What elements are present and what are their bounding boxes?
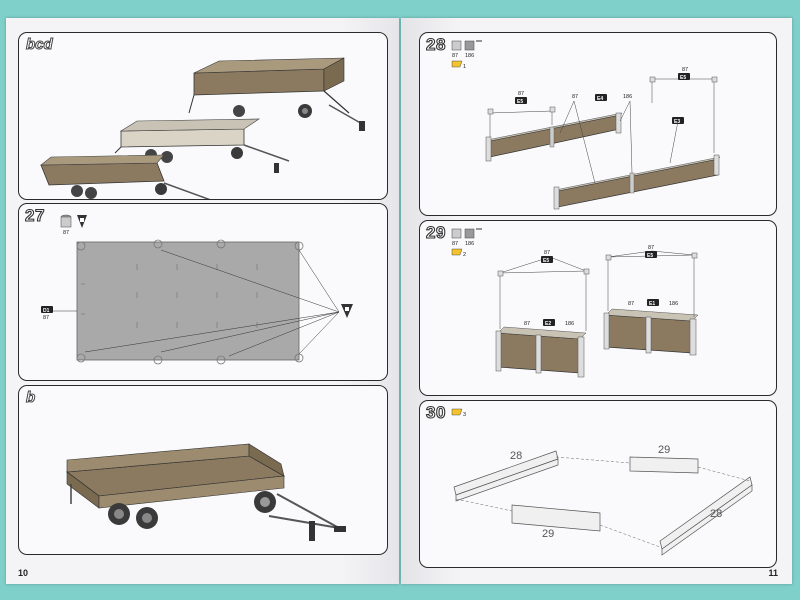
- svg-text:186: 186: [669, 301, 678, 307]
- paint-can-icon: [451, 228, 482, 239]
- decal-icon: [451, 408, 463, 416]
- ref-step-29-front: 29: [542, 528, 554, 540]
- page-number: 10: [18, 568, 29, 578]
- glue-icon-pointer: [341, 304, 353, 318]
- panel-bcd: bcd: [18, 32, 388, 200]
- svg-text:E5: E5: [680, 75, 686, 81]
- deck-plate: [76, 241, 300, 361]
- panel-step-28: 28 87 186 1: [419, 32, 777, 216]
- end-panels-illustration: 87 186 2: [451, 228, 699, 378]
- paint-code-1: 87: [452, 53, 458, 59]
- step-label: b: [25, 389, 36, 407]
- glue-icon: [77, 215, 87, 228]
- step-number: 28: [425, 34, 446, 54]
- step-label: bcd: [26, 36, 54, 54]
- paint-code: 87: [63, 230, 69, 236]
- step-number: 27: [24, 205, 45, 225]
- svg-text:2: 2: [463, 252, 466, 258]
- svg-text:186: 186: [465, 241, 474, 247]
- decal-icon: [451, 60, 463, 68]
- svg-text:E4: E4: [597, 96, 603, 102]
- svg-text:186: 186: [565, 321, 574, 327]
- svg-text:87: 87: [648, 245, 654, 251]
- glue-pointer-lines: [84, 249, 340, 357]
- trailer-final-illustration: [65, 443, 346, 541]
- left-page: bcd: [6, 18, 399, 584]
- part-tag: [41, 306, 53, 313]
- box-assembly-illustration: 3 28 29 28 29: [451, 408, 753, 556]
- decal-icon: [451, 248, 463, 256]
- trailers-variants-illustration: [40, 57, 365, 199]
- paint-can-icon: [60, 214, 72, 228]
- ref-step-29-back: 29: [658, 444, 670, 456]
- svg-text:87: 87: [452, 241, 458, 247]
- right-page: 28 87 186 1: [401, 18, 792, 584]
- paint-code-2: 186: [465, 53, 474, 59]
- step-number: 30: [425, 402, 446, 422]
- trailer-small: [40, 154, 211, 199]
- svg-text:87: 87: [544, 250, 550, 256]
- svg-text:87: 87: [524, 321, 530, 327]
- svg-text:E5: E5: [517, 99, 523, 105]
- svg-text:D1: D1: [43, 308, 50, 314]
- panel-b: b: [18, 385, 388, 555]
- trailer-large: [188, 57, 365, 131]
- svg-text:E2: E2: [545, 321, 551, 327]
- part-paint: 87: [43, 315, 49, 321]
- svg-text:3: 3: [463, 412, 466, 418]
- svg-text:1: 1: [463, 64, 466, 70]
- svg-text:E5: E5: [543, 258, 549, 264]
- wireframe-boards: [453, 450, 753, 556]
- panel-step-27: 27 87: [18, 203, 388, 381]
- svg-text:E3: E3: [674, 119, 680, 125]
- ref-step-28-right: 28: [710, 508, 722, 520]
- ref-step-28-left: 28: [510, 450, 522, 462]
- panel-step-30: 30 3 28 29 28 29: [419, 400, 777, 568]
- svg-text:E5: E5: [647, 253, 653, 259]
- deck-plate-illustration: 87: [41, 214, 353, 365]
- svg-text:87: 87: [572, 94, 578, 100]
- page-number: 11: [768, 568, 778, 578]
- side-board-2: [557, 158, 719, 208]
- side-panels-illustration: 87 186 1: [451, 40, 721, 210]
- paint-can-icon: [451, 40, 482, 51]
- panel-step-29: 29 87 186 2: [419, 220, 777, 396]
- svg-text:87: 87: [682, 67, 688, 73]
- step-number: 29: [425, 222, 446, 242]
- svg-text:87: 87: [518, 91, 524, 97]
- svg-text:87: 87: [628, 301, 634, 307]
- svg-text:186: 186: [623, 94, 632, 100]
- svg-text:E1: E1: [649, 301, 655, 307]
